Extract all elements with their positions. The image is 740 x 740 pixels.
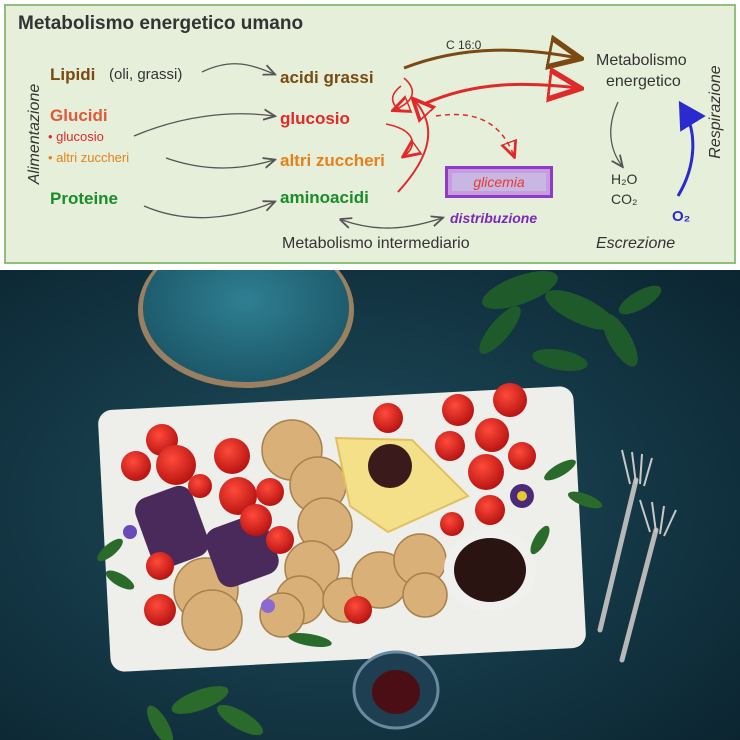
glucosio-source-item: • glucosio: [48, 129, 104, 144]
arrow-glicemia: [435, 113, 514, 156]
distribuzione-label: distribuzione: [450, 210, 538, 226]
arrow-interconversion-3: [385, 123, 412, 156]
respirazione-label: Respirazione: [707, 65, 724, 159]
o2-label: O₂: [672, 208, 691, 225]
metabolismo-energetico-line1: Metabolismo: [596, 52, 687, 69]
purple-bar-1: [135, 485, 209, 569]
zuccheri-source-item: • altri zuccheri: [48, 150, 130, 165]
aminoacidi-label: aminoacidi: [280, 188, 369, 207]
arrow-proteine: [143, 202, 274, 219]
wine: [372, 670, 420, 714]
arrow-interconversion-2: [391, 85, 405, 113]
glucosio-label: glucosio: [280, 109, 350, 128]
fork-tines: [621, 449, 677, 537]
leaves-top-right: [479, 271, 662, 371]
leaves-board: [97, 459, 603, 740]
arrow-glucosio-energetico: [423, 84, 578, 106]
alimentazione-label: Alimentazione: [26, 83, 43, 185]
arrow-lipidi: [201, 63, 274, 74]
diagram-title: Metabolismo energetico umano: [18, 13, 304, 34]
metabolism-diagram: Metabolismo energetico umano Alimentazio…: [4, 4, 736, 264]
crackers: [173, 419, 448, 651]
lipidi-note: (oli, grassi): [109, 66, 183, 83]
arrow-interconversion-1: [394, 77, 414, 110]
co2-label: CO₂: [611, 191, 638, 207]
glicemia-label: glicemia: [452, 173, 546, 191]
acidi-grassi-label: acidi grassi: [280, 68, 374, 87]
proteine-label: Proteine: [50, 189, 119, 208]
diagram-arrows: [133, 6, 706, 229]
metabolismo-energetico-line2: energetico: [606, 73, 681, 90]
glicemia-box: glicemia: [445, 166, 553, 198]
blue-plate: [143, 270, 349, 382]
arrow-c16: [403, 50, 578, 68]
forks: [597, 477, 659, 663]
glucidi-label: Glucidi: [50, 106, 108, 125]
jam: [454, 538, 526, 602]
lipidi-label: Lipidi: [50, 65, 96, 84]
jam-on-cheese: [368, 444, 412, 488]
c16-label: C 16:0: [446, 38, 482, 52]
arrow-interconversion-4: [397, 100, 428, 193]
food-photo: [0, 270, 740, 740]
strawberries: [121, 383, 536, 626]
arrow-excrezione: [610, 101, 622, 166]
escrezione-label: Escrezione: [596, 235, 676, 252]
h2o-label: H₂O: [611, 171, 638, 187]
arrow-intermediario: [342, 218, 442, 229]
arrow-o2: [676, 100, 706, 197]
metabolismo-intermediario-label: Metabolismo intermediario: [282, 235, 470, 252]
altri-zuccheri-label: altri zuccheri: [280, 151, 385, 170]
arrow-glucosio: [133, 114, 274, 137]
arrow-zuccheri: [165, 158, 274, 168]
